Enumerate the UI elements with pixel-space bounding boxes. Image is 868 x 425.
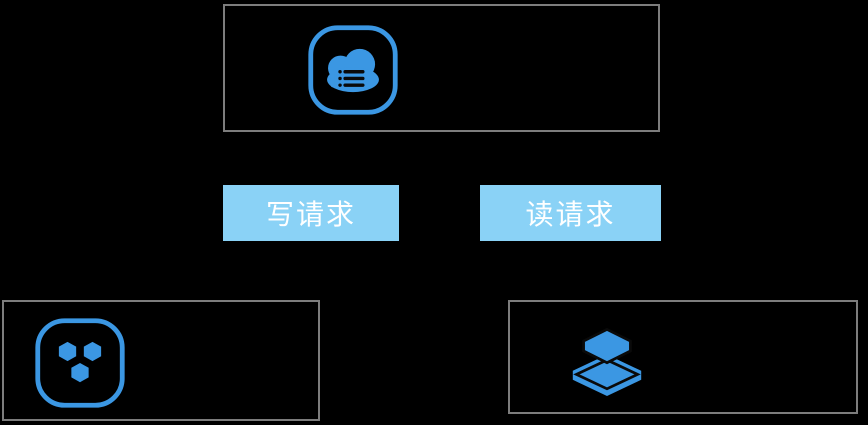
cloud-database-icon (305, 22, 401, 118)
storage-node (508, 300, 858, 414)
stacked-cube-icon (562, 315, 652, 405)
cloud-database-node (223, 4, 660, 132)
hexagon-cluster-icon (32, 315, 128, 411)
cluster-node (2, 300, 320, 421)
write-request-button[interactable]: 写请求 (223, 185, 399, 241)
read-request-button[interactable]: 读请求 (480, 185, 661, 241)
